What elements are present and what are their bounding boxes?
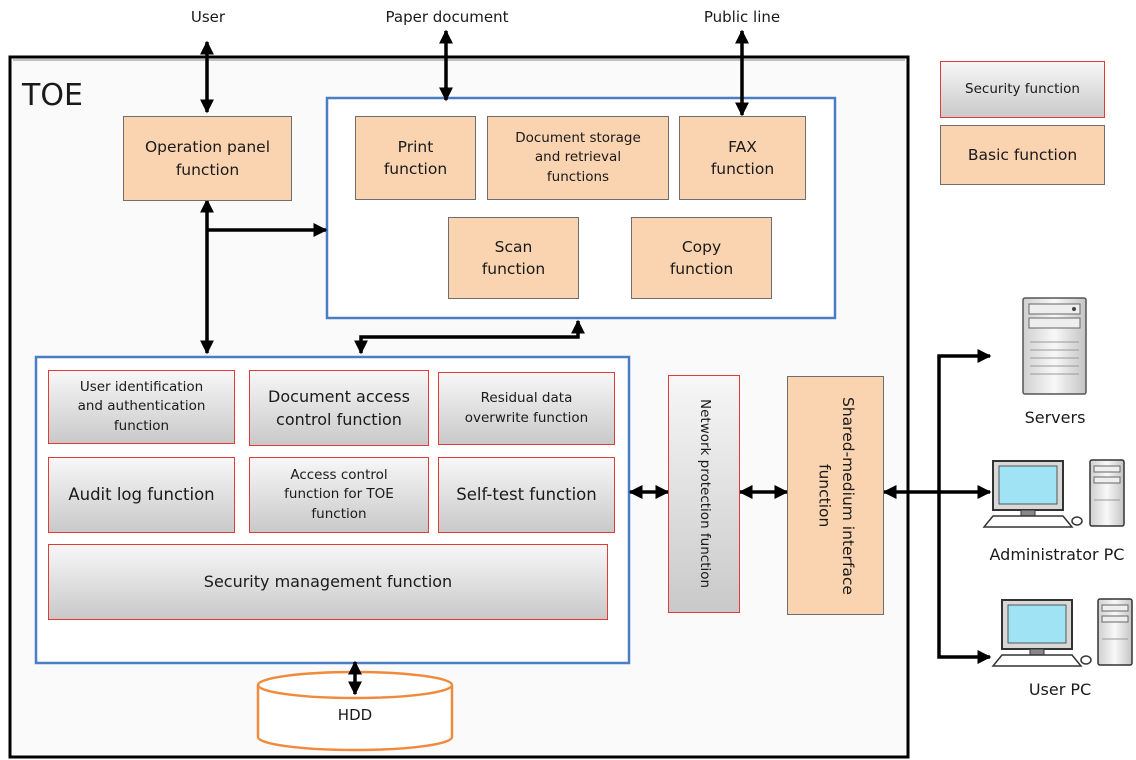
security-management-function: Security management function [48, 544, 608, 620]
paper-document-label: Paper document [385, 8, 509, 26]
operation-panel-function: Operation panel function [123, 116, 292, 201]
copy-function: Copy function [631, 217, 772, 299]
hdd-label: HDD [337, 706, 373, 724]
document-storage-function: Document storage and retrieval functions [487, 116, 669, 200]
print-function: Print function [355, 116, 476, 200]
document-access-control-function: Document access control function [249, 370, 429, 446]
toe-title: TOE [22, 78, 83, 113]
audit-log-function: Audit log function [48, 457, 235, 533]
admin-pc-label: Administrator PC [989, 545, 1125, 564]
self-test-function: Self-test function [438, 457, 615, 533]
user-pc-label: User PC [1028, 680, 1092, 699]
user-identification-function: User identification and authentication f… [48, 370, 235, 444]
network-protection-function: Network protection function [668, 375, 740, 613]
legend-basic-function: Basic function [940, 125, 1105, 185]
residual-data-overwrite-function: Residual data overwrite function [438, 372, 615, 445]
network-protection-label: Network protection function [696, 399, 713, 589]
scan-function: Scan function [448, 217, 579, 299]
public-line-label: Public line [703, 8, 781, 26]
server-icon [1022, 297, 1087, 395]
shared-medium-interface-function: Shared-medium interface function [787, 376, 884, 615]
shared-medium-interface-label: Shared-medium interface function [815, 396, 857, 595]
access-control-toe-function: Access control function for TOE function [249, 457, 429, 533]
fax-function: FAX function [679, 116, 806, 200]
basic-to-security-arrow [354, 319, 585, 355]
user-pc-icon [991, 598, 1133, 667]
user-label: User [190, 8, 226, 26]
admin-pc-icon [982, 459, 1125, 528]
lan-bus [937, 349, 992, 664]
legend-security-function: Security function [940, 61, 1105, 118]
servers-label: Servers [1024, 408, 1086, 427]
